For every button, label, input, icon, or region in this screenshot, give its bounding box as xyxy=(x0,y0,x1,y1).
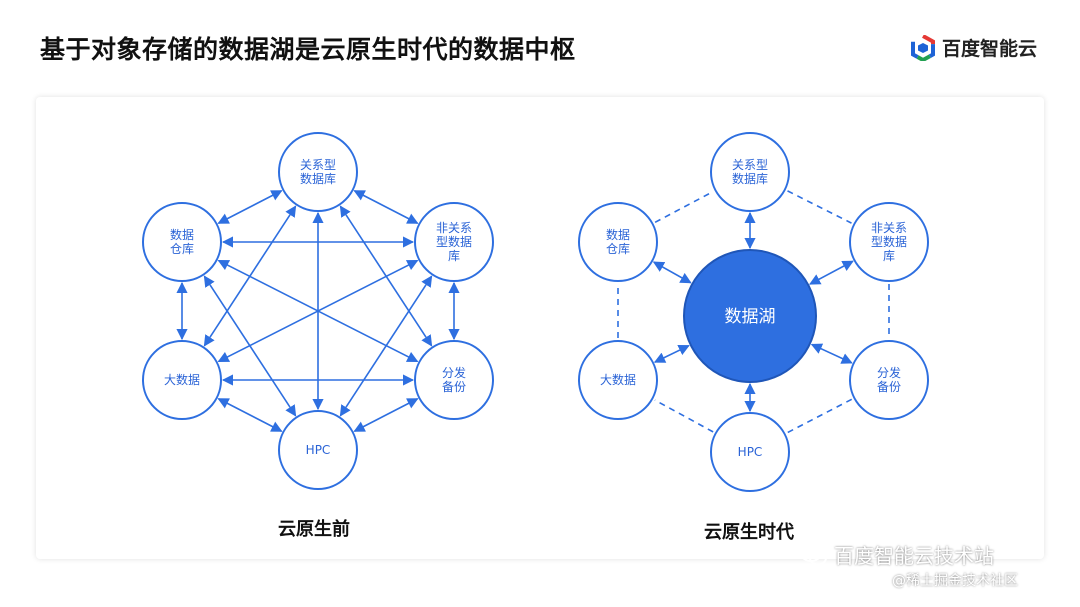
right-node-backup-label: 分发 xyxy=(877,365,901,380)
right-node-dw-label: 仓库 xyxy=(606,241,630,256)
left-node-backup-circle xyxy=(414,340,494,420)
brand: 百度智能云 xyxy=(910,34,1037,61)
left-edge-hpc-dw xyxy=(203,275,297,417)
left-node-nosql-label: 库 xyxy=(448,248,460,263)
right-edge-hub-backup xyxy=(810,343,853,364)
left-connections xyxy=(176,190,460,432)
right-node-bigdata-label: 大数据 xyxy=(600,372,636,387)
left-edge-rdb-nosql xyxy=(353,190,419,224)
right-node-nosql-label: 非关系 xyxy=(871,221,907,235)
right-edge-hub-bigdata xyxy=(653,344,690,363)
right-node-nosql-circle xyxy=(849,202,929,282)
brand-name: 百度智能云 xyxy=(942,38,1038,60)
right-node-rdb-circle xyxy=(710,132,790,212)
right-node-dw-label: 数据 xyxy=(606,227,630,242)
left-edge-hpc-bigdata xyxy=(217,398,283,432)
data-lake-hub-label: 数据湖 xyxy=(725,307,776,327)
left-node-backup-label: 分发 xyxy=(442,365,466,380)
right-node-hpc-circle xyxy=(710,412,790,492)
right-node-nosql-label: 库 xyxy=(883,248,895,263)
right-ring-dw-rdb xyxy=(654,190,714,224)
left-node-hpc: HPC xyxy=(278,410,358,490)
left-node-bigdata: 大数据 xyxy=(142,340,222,420)
data-lake-hub: 数据湖 xyxy=(683,249,817,383)
right-node-nosql-label: 型数据 xyxy=(871,234,907,249)
left-node-dw-label: 仓库 xyxy=(170,241,194,256)
baidu-cloud-logo-icon xyxy=(911,34,935,61)
left-node-rdb-circle xyxy=(278,132,358,212)
watermark-line2: @稀土掘金技术社区 xyxy=(892,573,1018,589)
left-edge-backup-hpc xyxy=(353,398,419,432)
data-lake-hub-circle xyxy=(683,249,817,383)
left-node-nosql-label: 非关系 xyxy=(436,221,472,235)
right-edge-hub-nosql xyxy=(809,260,854,285)
right-node-bigdata: 大数据 xyxy=(578,340,658,420)
right-node-bigdata-circle xyxy=(578,340,658,420)
right-ring-hpc-bigdata xyxy=(654,399,714,433)
left-node-dw-label: 数据 xyxy=(170,227,194,242)
left-node-rdb-label: 数据库 xyxy=(300,171,336,186)
wechat-icon xyxy=(800,543,827,565)
right-node-rdb-label: 数据库 xyxy=(732,171,768,186)
right-edge-hub-dw xyxy=(652,261,692,284)
right-node-hpc-label: HPC xyxy=(738,445,763,459)
left-node-rdb-label: 关系型 xyxy=(300,158,336,172)
right-node-hpc: HPC xyxy=(710,412,790,492)
right-node-backup-circle xyxy=(849,340,929,420)
right-node-rdb-label: 关系型 xyxy=(732,158,768,172)
left-node-hpc-label: HPC xyxy=(306,443,331,457)
left-node-dw-circle xyxy=(142,202,222,282)
right-node-dw-circle xyxy=(578,202,658,282)
left-node-backup-label: 备份 xyxy=(442,380,466,394)
left-node-bigdata-circle xyxy=(142,340,222,420)
left-node-nosql-circle xyxy=(414,202,494,282)
left-node-nosql-label: 型数据 xyxy=(436,234,472,249)
left-node-bigdata-label: 大数据 xyxy=(164,372,200,387)
right-ring-backup-hpc xyxy=(786,398,853,434)
right-node-backup-label: 备份 xyxy=(877,380,901,394)
left-edge-rdb-dw xyxy=(217,190,283,224)
left-node-hpc-circle xyxy=(278,410,358,490)
right-caption: 云原生时代 xyxy=(704,522,794,543)
watermark: 百度智能云技术站 @稀土掘金技术社区 xyxy=(800,540,1070,590)
watermark-line1: 百度智能云技术站 xyxy=(834,544,994,568)
page-title: 基于对象存储的数据湖是云原生时代的数据中枢 xyxy=(40,35,576,64)
right-ring-rdb-nosql xyxy=(787,190,852,224)
right-connections xyxy=(617,190,890,434)
left-caption: 云原生前 xyxy=(278,519,350,540)
